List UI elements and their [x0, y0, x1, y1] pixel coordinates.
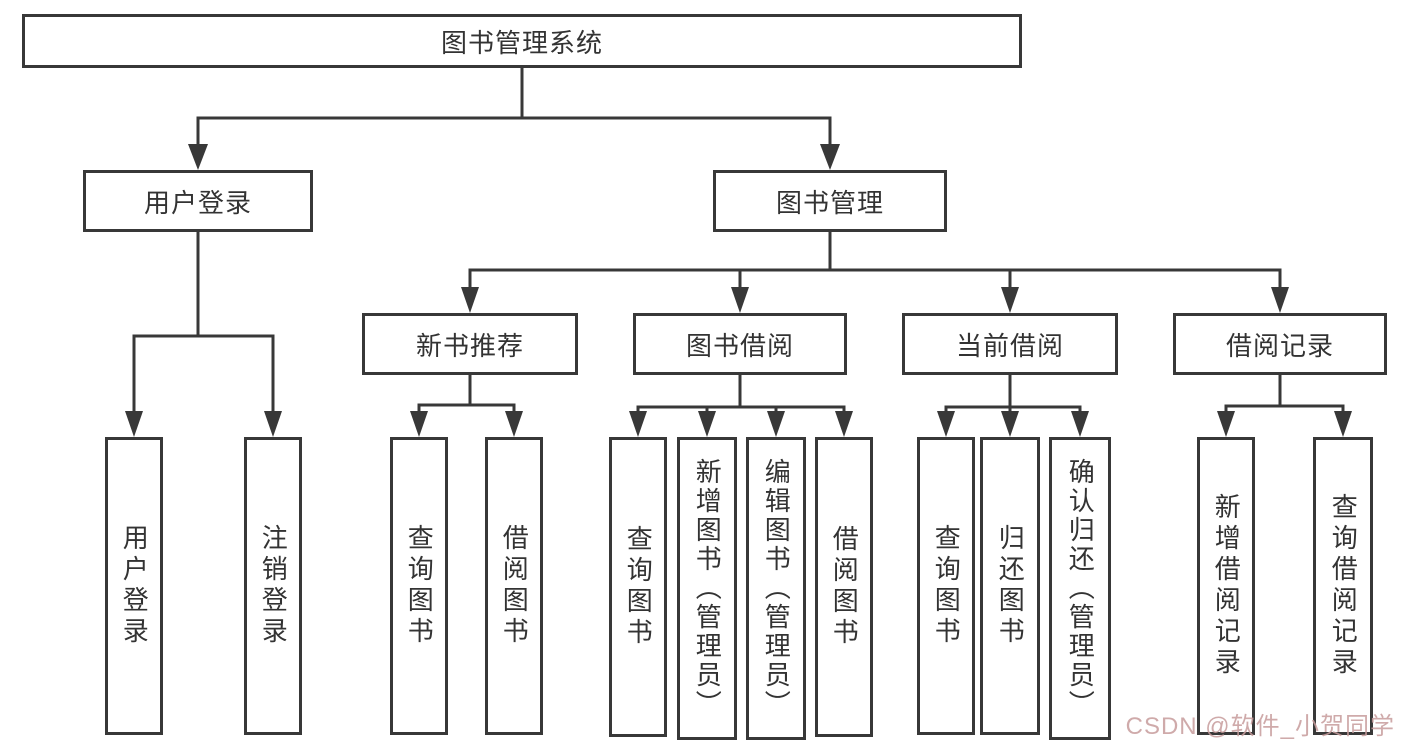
- node-label: 图书管理系统: [440, 27, 603, 58]
- node-label: 借阅记录: [1225, 330, 1334, 361]
- leaf-borrow-borrow-books: 借阅图书: [815, 437, 873, 737]
- node-book-borrow: 图书借阅: [633, 313, 847, 375]
- node-label: 当前借阅: [955, 330, 1064, 361]
- leaf-recommend-borrow-books: 借阅图书: [485, 437, 543, 735]
- leaf-label: 查询图书: [623, 525, 654, 649]
- node-label: 用户登录: [143, 187, 252, 218]
- csdn-watermark: CSDN @软件_小贺同学: [1125, 713, 1395, 740]
- node-label: 图书管理: [775, 187, 884, 218]
- leaf-recommend-query-books: 查询图书: [390, 437, 448, 735]
- leaf-label: 编辑图书（管理员）: [761, 458, 792, 719]
- node-book-management: 图书管理: [713, 170, 947, 232]
- leaf-label: 查询图书: [404, 524, 435, 648]
- leaf-borrow-edit-books-admin: 编辑图书（管理员）: [746, 437, 806, 740]
- leaf-user-login: 用户登录: [105, 437, 163, 735]
- leaf-logout: 注销登录: [244, 437, 302, 735]
- leaf-records-query-record: 查询借阅记录: [1313, 437, 1373, 735]
- leaf-label: 借阅图书: [829, 525, 860, 649]
- leaf-current-return-books: 归还图书: [980, 437, 1040, 735]
- node-user-login: 用户登录: [83, 170, 313, 232]
- leaf-label: 查询图书: [931, 524, 962, 648]
- leaf-current-query-books: 查询图书: [917, 437, 975, 735]
- leaf-label: 用户登录: [119, 524, 150, 648]
- leaf-label: 新增借阅记录: [1211, 493, 1242, 679]
- node-root-system: 图书管理系统: [22, 14, 1022, 68]
- leaf-records-add-record: 新增借阅记录: [1197, 437, 1255, 735]
- leaf-borrow-add-books-admin: 新增图书（管理员）: [677, 437, 737, 740]
- leaf-label: 借阅图书: [499, 524, 530, 648]
- leaf-label: 注销登录: [258, 524, 289, 648]
- leaf-borrow-query-books: 查询图书: [609, 437, 667, 737]
- leaf-label: 新增图书（管理员）: [692, 458, 723, 719]
- leaf-label: 确认归还（管理员）: [1065, 458, 1096, 719]
- leaf-current-confirm-return-admin: 确认归还（管理员）: [1049, 437, 1111, 740]
- node-label: 新书推荐: [415, 330, 524, 361]
- leaf-label: 归还图书: [995, 524, 1026, 648]
- node-label: 图书借阅: [685, 330, 794, 361]
- leaf-label: 查询借阅记录: [1328, 493, 1359, 679]
- node-new-book-recommend: 新书推荐: [362, 313, 578, 375]
- node-current-borrow: 当前借阅: [902, 313, 1118, 375]
- node-borrow-records: 借阅记录: [1173, 313, 1387, 375]
